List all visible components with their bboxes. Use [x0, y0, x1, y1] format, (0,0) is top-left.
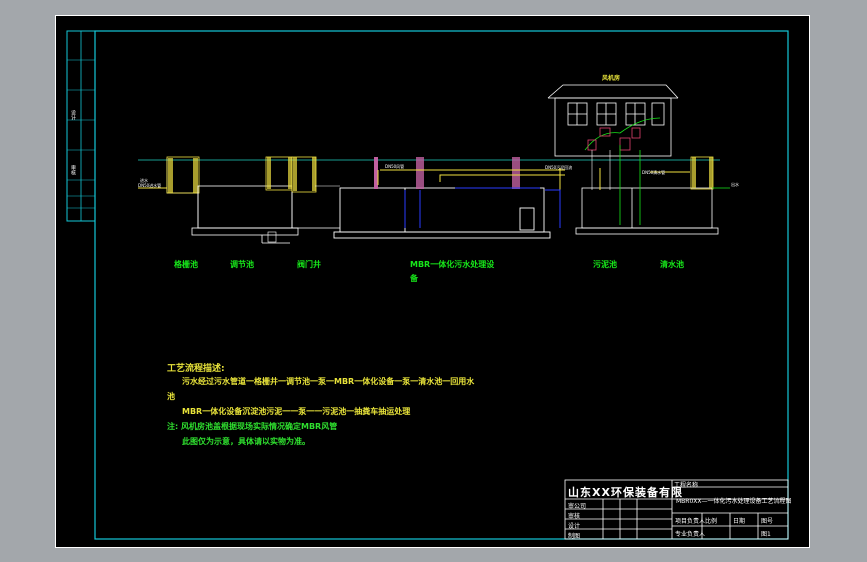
fan-house: [547, 84, 679, 157]
building-label: 风机房: [602, 75, 621, 82]
notes-line4: 此图仅为示意，具体请以实物为准。: [182, 437, 310, 446]
tb-row-label-1: 专业负责人: [675, 531, 706, 538]
strip-label-b: 审核: [70, 165, 76, 175]
label-sludge-tank: 污泥池: [593, 260, 617, 269]
notes-line2: MBR一体化设备沉淀池污泥一一泵一一污泥池一抽粪车抽运处理: [182, 407, 411, 416]
tb-sheet-value: 图1: [761, 531, 771, 538]
inner-frame: [94, 30, 789, 540]
label-valve-well: 阀门井: [297, 260, 321, 269]
tb-row-1: 审核: [568, 513, 581, 520]
title-block: [564, 479, 789, 540]
grille-tank: [166, 156, 290, 229]
notes-line1b: 池: [167, 392, 175, 401]
tb-row-2: 设计: [568, 523, 581, 530]
green-pipes: [619, 145, 730, 225]
company-name: 山东XX环保装备有限: [568, 486, 683, 499]
regulating-tank: [191, 156, 299, 244]
drawing-title: MBR0XX—一体化污水处理设备工艺流程图: [676, 498, 792, 505]
label-grille-tank: 格栅池: [174, 260, 198, 269]
project-label: 工程名称: [674, 482, 699, 489]
tb-sheet-label: 图号: [761, 518, 774, 525]
left-strip-grid: [67, 59, 95, 209]
yellow-pipes: [138, 168, 690, 190]
notes-line1: 污水经过污水管道一格栅井一调节池一泵一MBR一体化设备一泵一清水池一回用水: [182, 377, 475, 386]
pipe-label-sludge: DN50污泥回流: [545, 165, 573, 170]
label-regulating-tank: 调节池: [230, 260, 254, 269]
tb-scale: 比例: [705, 518, 718, 525]
tb-date: 日期: [733, 518, 746, 525]
pipe-label-inlet: 进水: [140, 178, 148, 183]
mbr-risers: [374, 157, 520, 189]
pipe-label-inlet-pipe: DN50进水管: [138, 183, 162, 188]
notes-title: 工艺流程描述:: [167, 364, 225, 374]
sludge-clean-tank: [575, 156, 719, 235]
pipe-label-clean: DN50清水管: [642, 170, 666, 175]
label-mbr: MBR一体化污水处理设: [410, 260, 495, 269]
strip-label-a: 设计: [70, 110, 76, 120]
notes-line3: 注: 风机房池盖根据现场实际情况确定MBR风管: [167, 422, 338, 431]
blue-pipes: [404, 187, 561, 228]
label-mbr-cont: 备: [410, 274, 418, 283]
label-clean-tank: 清水池: [660, 260, 684, 269]
mbr-tank: [333, 187, 551, 239]
tb-row-label-0: 项目负责人: [675, 518, 706, 525]
pipe-label-air: DN50风管: [385, 164, 405, 169]
tb-row-0: 审公司: [568, 503, 587, 510]
drawing-sheet: [55, 15, 810, 548]
pipe-label-outlet: 出水: [731, 182, 739, 187]
tb-row-3: 制图: [568, 533, 581, 540]
